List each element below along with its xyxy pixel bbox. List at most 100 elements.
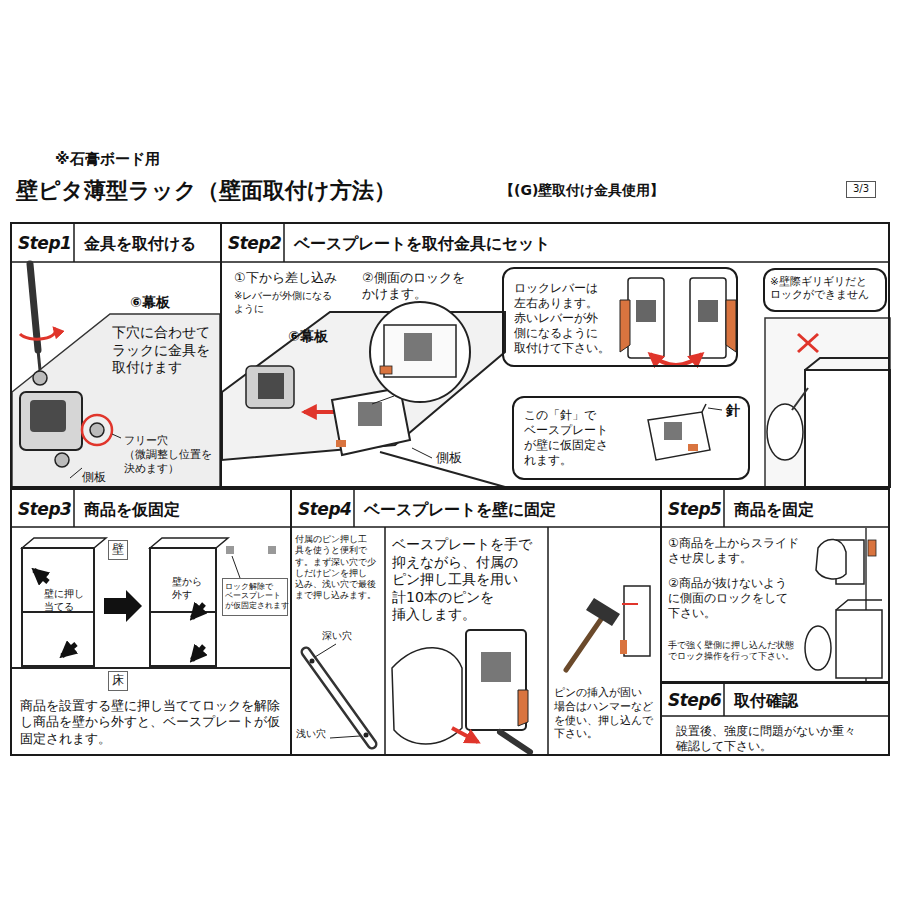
step-heading: 商品を固定 [734, 500, 814, 520]
step-heading: ベースプレートを壁に固定 [364, 500, 556, 520]
step1-illustration [38, 350, 40, 370]
step2-illustration [304, 410, 334, 414]
step3-illustration [104, 590, 142, 622]
step-number: Step2 [228, 233, 281, 254]
frame-lines [723, 682, 725, 716]
step4-illustration [624, 586, 650, 656]
step3-illustration [150, 611, 216, 613]
frame-lines [10, 526, 890, 528]
step-number: Step3 [18, 499, 71, 520]
step2-illustration [412, 448, 432, 458]
callout-box: ※壁際ギリギリだと ロックができません [763, 268, 887, 312]
lock-lever-illustration [620, 300, 630, 352]
step4-illustration [330, 736, 360, 738]
needle-illustration [648, 412, 710, 460]
step3-illustration [226, 546, 234, 554]
lock-lever-illustration [726, 300, 736, 352]
callout-box: この「針」で ベースプレート が壁に仮固定さ れます。針 [512, 396, 750, 480]
step4-illustration [586, 598, 620, 626]
instruction-text: ②商品が抜けないよう に側面のロックをして 下さい。 [668, 576, 794, 621]
step4-illustration [466, 630, 526, 730]
needle-illustration [664, 422, 682, 440]
instruction-text: 壁に押し 当てる [44, 588, 89, 613]
callout-text: ロック解除で ベースプレート が仮固定されます [225, 582, 289, 610]
instruction-text: ピンの挿入が固い 場合はハンマーなど を使い、押し込んで 下さい。 [554, 686, 659, 741]
instruction-text: 側板 [82, 470, 106, 485]
wall-edge-illustration [805, 358, 890, 370]
step4-illustration [620, 640, 627, 654]
needle-illustration [708, 408, 722, 410]
callout-text: ※壁際ギリギリだと ロックができません [770, 275, 870, 301]
needle-illustration [648, 404, 722, 460]
step4-illustration [500, 732, 530, 752]
step-heading: 商品を仮固定 [84, 500, 180, 520]
instruction-text: ①商品を上からスライド させ戻します。 [668, 536, 806, 566]
wall-edge-illustration [792, 388, 808, 410]
instruction-text: 下穴に合わせて ラックに金具を 取付けます [112, 324, 217, 377]
lock-lever-illustration [650, 354, 702, 365]
instruction-text: フリー穴 （微調整し位置を 決めます） [124, 434, 218, 475]
step5-illustration [816, 539, 846, 578]
instruction-text: ※レバーが外側になる ように [234, 290, 339, 315]
frame-lines [547, 527, 549, 755]
step4-illustration [481, 652, 511, 682]
step3-illustration [150, 548, 216, 666]
needle-illustration [702, 404, 706, 412]
instruction-text: 深い穴 [322, 630, 352, 643]
step-heading: ベースプレートを取付金具にセット [294, 234, 550, 254]
header-label: 3/3 [846, 181, 876, 198]
instruction-text: ベースプレートを手で 抑えながら、付属の ピン押し工具を用い 計10本のピンを … [392, 536, 539, 624]
step3-illustration [10, 538, 290, 668]
step-number: Step1 [18, 233, 71, 254]
lock-lever-illustration [636, 300, 656, 322]
step3-illustration [34, 570, 48, 582]
step4-illustration [622, 603, 638, 605]
callout-text: この「針」で ベースプレート が壁に仮固定さ れます。 [524, 408, 614, 468]
lock-lever-illustration [690, 278, 726, 358]
step3-illustration [22, 548, 94, 666]
step2-illustration [384, 325, 456, 377]
step5-illustration [805, 528, 882, 682]
step-number: Step4 [298, 499, 351, 520]
frame-lines [723, 488, 725, 527]
wall-edge-illustration [765, 318, 890, 487]
step4-illustration [310, 659, 315, 664]
step5-illustration [868, 540, 876, 556]
step5-illustration [836, 600, 882, 610]
lock-lever-illustration [698, 300, 718, 322]
callout-text: 壁 [112, 542, 124, 557]
step3-illustration [62, 644, 76, 656]
step-number: Step6 [668, 690, 721, 711]
step1-illustration [82, 415, 112, 445]
instruction-text: ⑥幕板 [130, 294, 170, 312]
frame-lines [10, 222, 890, 755]
frame-lines [283, 222, 285, 262]
callout-text: 床 [112, 673, 124, 688]
header-label: ※石膏ボード用 [55, 150, 160, 169]
wall-edge-illustration [798, 334, 818, 352]
step4-illustration [306, 586, 650, 752]
step4-illustration [452, 728, 478, 742]
step1-illustration [30, 264, 38, 350]
instruction-text: ①下から差し込み [234, 270, 337, 286]
step2-illustration [380, 366, 392, 374]
step3-illustration [22, 538, 106, 548]
wall-edge-illustration [805, 370, 890, 487]
step1-illustration [70, 468, 82, 478]
step5-illustration [805, 626, 831, 670]
instruction-text: 壁から 外す [172, 576, 207, 601]
title: 壁ピタ薄型ラック（壁面取付け方法） [16, 177, 396, 205]
frame-lines [353, 488, 355, 527]
tag-box: ロック解除で ベースプレート が仮固定されます [222, 578, 288, 616]
step-panel: Step4 ベースプレートを壁に固定付属のピン押し工 具を使うと便利で す。まず深… [290, 488, 662, 756]
instruction-text: 設置後、強度に問題がないか重々 確認して下さい。 [676, 724, 862, 754]
header-label: 【(G)壁取付け金具使用】 [500, 182, 664, 200]
step4-illustration [315, 644, 336, 657]
step1-illustration [30, 400, 66, 432]
tag-box: 壁 [108, 540, 128, 560]
step4-illustration [364, 733, 369, 738]
instruction-text: 付属のピン押し工 具を使うと便利で す。まず深い穴で少 しだけピンを押し 込み、… [295, 534, 381, 602]
instruction-text: 手で強く壁側に押し込んだ状態 でロック操作を行って下さい。 [668, 640, 792, 661]
instruction-text: ②側面のロックを かけます。 [362, 270, 473, 303]
